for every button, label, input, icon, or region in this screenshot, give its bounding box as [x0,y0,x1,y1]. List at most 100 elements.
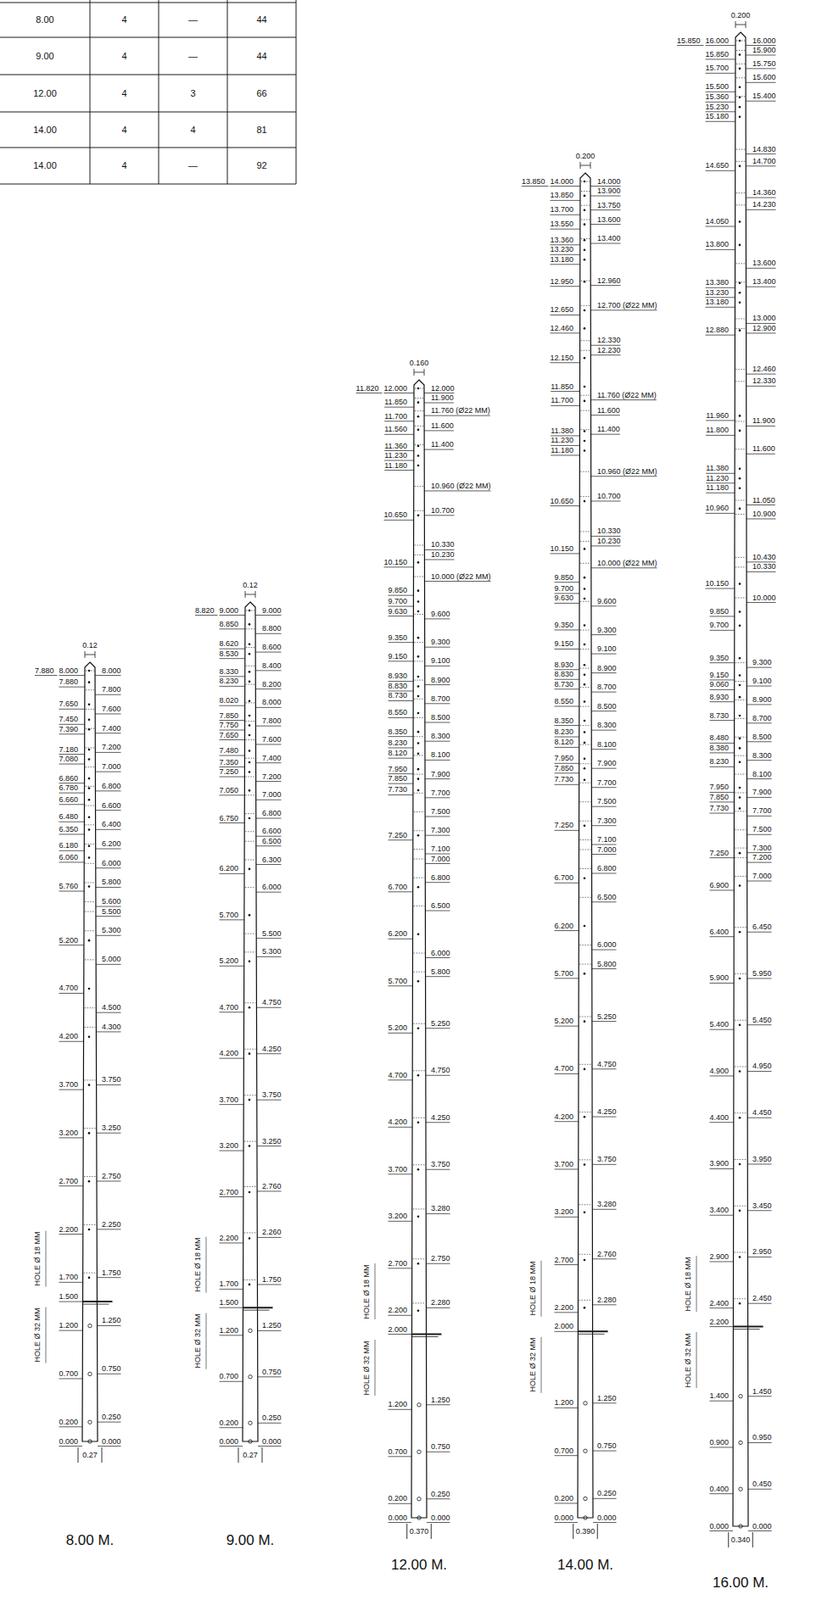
height-dimension: 0.700 [58,1370,79,1379]
dimension-line [746,518,777,520]
pole-outline [732,32,749,1527]
height-dimension: 15.500 [704,83,729,91]
through-hole [735,448,746,450]
height-dimension: 11.850 [384,398,408,407]
through-hole [246,721,256,722]
bolt-hole [417,731,420,734]
through-hole [85,671,95,672]
dimension-line [745,153,776,155]
dimension-line [676,44,705,46]
dimension-line [387,1456,412,1458]
dimension-line [591,806,616,808]
height-dimension: 1.200 [387,1401,408,1410]
through-hole [580,801,592,803]
height-dimension: 10.960 (Ø22 MM) [430,482,492,491]
height-dimension: 8.700 [597,683,617,692]
height-dimension: 13.360 [549,236,574,245]
through-hole [580,541,591,543]
height-dimension: 3.750 [597,1156,617,1164]
ground-hole [417,1450,421,1454]
pole-length-title: 14.00 M. [557,1558,614,1573]
height-dimension: 5.700 [218,911,239,920]
bolt-hole [583,742,587,745]
bolt-hole [583,1307,587,1310]
dimension-line [95,752,121,754]
height-dimension: 4.700 [58,984,79,993]
dimension-line [553,581,580,583]
height-dimension: 2.760 [262,1183,282,1192]
dimension-line [387,1315,412,1317]
dimension-line [709,1401,733,1403]
height-dimension: 3.700 [218,1096,239,1105]
height-dimension: 6.200 [553,922,574,931]
bolt-hole [88,844,91,848]
height-dimension: 11.900 [430,394,454,403]
cap-dimension: 11.820 [356,385,380,393]
dimension-line [553,629,580,631]
height-dimension: 15.850 [704,50,729,59]
height-dimension: 7.300 [752,844,772,853]
hole-note-bracket [696,1332,698,1389]
dimension-line [387,1504,412,1505]
dimension-line [425,1263,450,1265]
bolt-hole [417,429,420,432]
dimension-line [387,1522,412,1524]
through-hole [735,718,747,720]
height-dimension: 2.280 [597,1297,617,1305]
dimension-line [704,72,735,74]
base-width-dimension: 0.390 [575,1528,596,1537]
through-hole [85,766,96,768]
height-dimension: 2.200 [709,1319,729,1327]
width-bracket [255,591,257,599]
table-rule [89,0,91,185]
through-hole [580,744,592,746]
dimension-line [592,854,617,856]
dimension-line [590,399,656,401]
dimension-line [709,720,734,722]
through-hole [580,763,592,765]
bolt-hole [583,548,587,551]
dimension-line [58,1185,84,1187]
dimension-line [257,1237,281,1239]
through-hole [581,181,590,183]
ground-hole [88,1372,92,1376]
dimension-line [257,1284,281,1286]
dimension-line [590,354,621,356]
dimension-line [709,1531,733,1533]
through-hole [581,238,590,240]
height-dimension: 6.800 [101,782,122,791]
pole-outline [242,602,258,1443]
height-dimension: 10.000 (Ø22 MM) [597,559,658,568]
height-dimension: 6.480 [58,813,79,822]
width-bracket [735,21,737,28]
height-dimension: 9.060 [709,681,729,689]
height-dimension: 0.700 [218,1373,239,1382]
height-dimension: 8.930 [709,693,729,702]
through-hole [84,911,96,913]
height-dimension: 0.200 [218,1420,239,1428]
dimension-line [553,1168,578,1170]
height-dimension: 6.500 [597,894,617,902]
hole-note: HOLE Ø 18 MM [362,1264,370,1320]
dimension-line [709,889,734,891]
top-width-dimension: 0.200 [731,11,751,20]
height-dimension: 15.900 [752,46,777,55]
height-dimension: 14.000 [597,178,621,186]
height-dimension: 9.700 [387,598,408,606]
through-hole [581,219,590,221]
height-dimension: 7.950 [553,754,574,763]
height-dimension: 1.250 [262,1322,282,1331]
dimension-line [255,743,281,745]
dimension-line [58,709,84,711]
cap-dimension: 15.850 [676,37,701,45]
dimension-line [704,111,735,112]
bolt-hole [738,329,742,332]
dimension-line [709,1308,733,1309]
dimension-line [58,1302,83,1303]
dimension-line [424,760,451,761]
height-dimension: 2.900 [709,1253,729,1262]
through-hole [245,794,255,796]
dimension-line [553,669,579,671]
dimension-line [257,1053,282,1055]
